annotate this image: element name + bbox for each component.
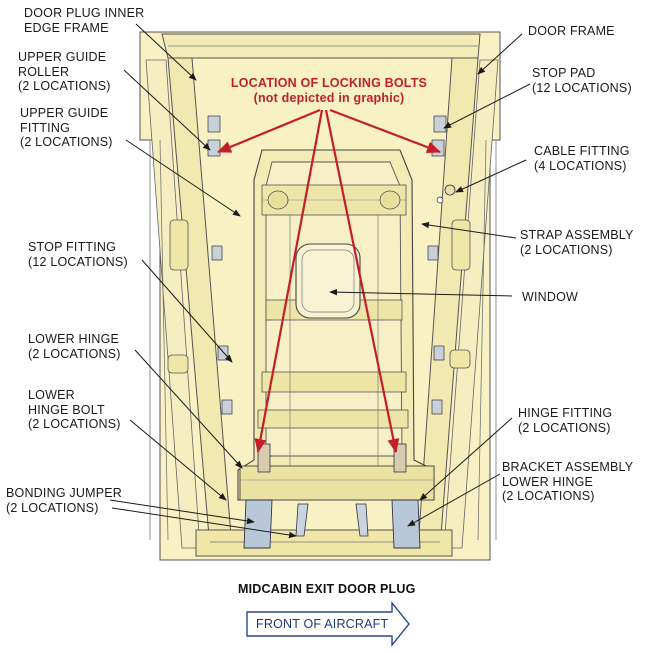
label-stop-pad: STOP PAD (12 LOCATIONS) <box>532 66 632 95</box>
figure-caption: MIDCABIN EXIT DOOR PLUG <box>238 582 416 596</box>
door-plug-panel <box>237 149 435 501</box>
label-upper-guide-roller: UPPER GUIDE ROLLER (2 LOCATIONS) <box>18 50 111 93</box>
label-hinge-fitting: HINGE FITTING (2 LOCATIONS) <box>518 406 613 435</box>
label-locking-bolts: LOCATION OF LOCKING BOLTS (not depicted … <box>230 76 428 105</box>
label-lower-hinge: LOWER HINGE (2 LOCATIONS) <box>28 332 121 361</box>
label-strap-assembly: STRAP ASSEMBLY (2 LOCATIONS) <box>520 228 634 257</box>
label-cable-fitting: CABLE FITTING (4 LOCATIONS) <box>534 144 630 173</box>
label-door-frame: DOOR FRAME <box>528 24 615 38</box>
label-bonding-jumper: BONDING JUMPER (2 LOCATIONS) <box>6 486 123 515</box>
label-stop-fitting: STOP FITTING (12 LOCATIONS) <box>28 240 128 269</box>
label-bracket-assembly-lower-hinge: BRACKET ASSEMBLY LOWER HINGE (2 LOCATION… <box>502 460 634 503</box>
label-upper-guide-fitting: UPPER GUIDE FITTING (2 LOCATIONS) <box>20 106 113 149</box>
label-door-plug-inner-edge-frame: DOOR PLUG INNER EDGE FRAME <box>24 6 145 35</box>
front-arrow-outline <box>246 601 410 647</box>
hinge-brackets <box>243 443 421 549</box>
front-of-aircraft-label: FRONT OF AIRCRAFT <box>256 617 389 631</box>
label-lower-hinge-bolt: LOWER HINGE BOLT (2 LOCATIONS) <box>28 388 121 431</box>
locking-bolt-arrows <box>217 108 441 453</box>
leader-lines <box>109 23 531 539</box>
label-window: WINDOW <box>522 290 579 304</box>
